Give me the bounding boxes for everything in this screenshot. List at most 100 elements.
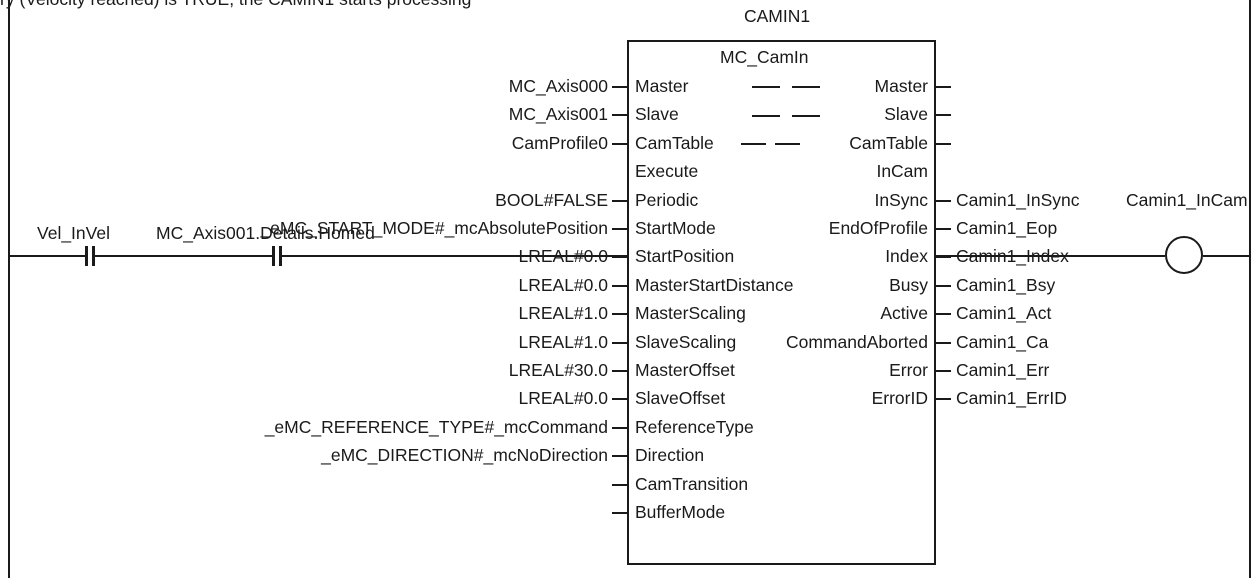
input-pin-label: Periodic	[635, 189, 699, 210]
input-lead	[612, 256, 627, 259]
inout-dash	[741, 143, 766, 145]
contact-2-label: MC_Axis001.Details.Homed	[156, 223, 375, 243]
contact-2-left-bar	[272, 246, 275, 266]
input-argument: BOOL#FALSE	[495, 189, 608, 210]
input-argument: LREAL#0.0	[518, 388, 608, 409]
output-lead	[936, 256, 951, 259]
input-pin-label: SlaveOffset	[635, 388, 726, 409]
output-pin-label: Slave	[884, 104, 928, 125]
output-variable: Camin1_Ca	[956, 331, 1049, 352]
inout-dash	[752, 86, 780, 88]
input-lead	[612, 370, 627, 372]
input-lead	[612, 483, 627, 486]
output-variable: Camin1_Bsy	[956, 274, 1056, 295]
input-pin-label: ReferenceType	[635, 416, 754, 437]
input-pin-label: CamTransition	[635, 473, 749, 494]
coil-label: Camin1_InCam	[1126, 190, 1248, 210]
input-lead	[612, 284, 627, 287]
input-pin-label: CamTable	[635, 132, 714, 153]
inout-dash	[792, 86, 820, 88]
input-argument: LREAL#0.0	[518, 274, 608, 295]
input-argument: LREAL#30.0	[508, 360, 608, 380]
rung-wire	[10, 255, 86, 257]
block-type-name: MC_CamIn	[720, 47, 809, 67]
inout-dash	[775, 143, 800, 145]
output-variable: Camin1_Index	[956, 246, 1069, 267]
input-argument: _eMC_DIRECTION#_mcNoDirection	[321, 445, 608, 466]
output-variable: Camin1_ErrID	[956, 388, 1067, 409]
output-variable: Camin1_Act	[956, 303, 1052, 324]
input-lead	[612, 199, 627, 202]
output-lead	[936, 370, 951, 372]
input-pin-label: Direction	[635, 445, 705, 466]
input-argument: _eMC_REFERENCE_TYPE#_mcCommand	[264, 416, 608, 437]
rung-wire	[936, 255, 1165, 257]
input-argument: CamProfile0	[511, 132, 608, 153]
output-pin-label: Busy	[889, 274, 928, 295]
output-variable: Camin1_Eop	[956, 218, 1058, 238]
input-pin-label: Slave	[635, 104, 679, 125]
input-lead	[612, 228, 627, 230]
output-pin-label: InCam	[876, 161, 928, 182]
input-lead	[612, 313, 627, 316]
input-pin-label: Execute	[635, 161, 699, 182]
output-variable: Camin1_Err	[956, 360, 1050, 380]
output-lead	[936, 142, 951, 145]
rung-wire	[1203, 255, 1249, 257]
rung-comment: ry (Velocity reached) is TRUE, the CAMIN…	[0, 0, 471, 10]
input-pin-label: SlaveScaling	[635, 331, 737, 352]
contact-2-right-bar	[279, 246, 282, 266]
output-pin-label: InSync	[874, 189, 929, 210]
input-argument: LREAL#1.0	[518, 331, 608, 352]
output-lead	[936, 284, 951, 287]
input-lead	[612, 86, 627, 88]
left-power-rail	[8, 0, 10, 578]
input-lead	[612, 142, 627, 145]
input-argument: LREAL#0.0	[518, 246, 608, 267]
input-lead	[612, 398, 627, 401]
input-lead	[612, 512, 627, 514]
output-pin-label: CommandAborted	[785, 331, 928, 352]
input-argument: LREAL#1.0	[518, 303, 608, 324]
function-block-box	[627, 40, 936, 565]
output-lead	[936, 341, 951, 344]
input-argument: MC_Axis001	[508, 104, 608, 125]
output-pin-label: Error	[889, 360, 928, 380]
output-pin-label: Index	[885, 246, 928, 267]
input-pin-label: StartMode	[635, 218, 716, 238]
input-pin-label: Master	[635, 76, 689, 96]
contact-1-label: Vel_InVel	[37, 223, 110, 243]
right-power-rail	[1249, 0, 1251, 578]
input-argument: _eMC_START_MODE#_mcAbsolutePosition	[260, 218, 608, 238]
output-pin-label: ErrorID	[871, 388, 928, 409]
input-argument: MC_Axis000	[508, 76, 608, 96]
inout-dash	[792, 115, 820, 117]
output-lead	[936, 199, 951, 202]
output-lead	[936, 86, 951, 88]
output-pin-label: EndOfProfile	[828, 218, 928, 238]
input-lead	[612, 114, 627, 117]
inout-dash	[752, 115, 780, 117]
output-lead	[936, 114, 951, 117]
contact-1-right-bar	[92, 246, 95, 266]
output-pin-label: Master	[874, 76, 928, 96]
input-pin-label: BufferMode	[635, 502, 726, 522]
output-variable: Camin1_InSync	[956, 189, 1080, 210]
output-coil	[1165, 236, 1203, 274]
contact-1-left-bar	[85, 246, 88, 266]
input-pin-label: MasterScaling	[635, 303, 746, 324]
rung-wire	[93, 255, 273, 257]
input-pin-label: MasterOffset	[635, 360, 735, 380]
rung-wire	[280, 255, 627, 257]
input-lead	[612, 341, 627, 344]
output-lead	[936, 313, 951, 316]
input-lead	[612, 455, 627, 458]
input-pin-label: MasterStartDistance	[635, 274, 794, 295]
input-pin-label: StartPosition	[635, 246, 735, 267]
output-pin-label: CamTable	[849, 132, 928, 153]
output-pin-label: Active	[880, 303, 928, 324]
output-lead	[936, 228, 951, 230]
instance-name: CAMIN1	[744, 6, 811, 26]
output-lead	[936, 398, 951, 401]
